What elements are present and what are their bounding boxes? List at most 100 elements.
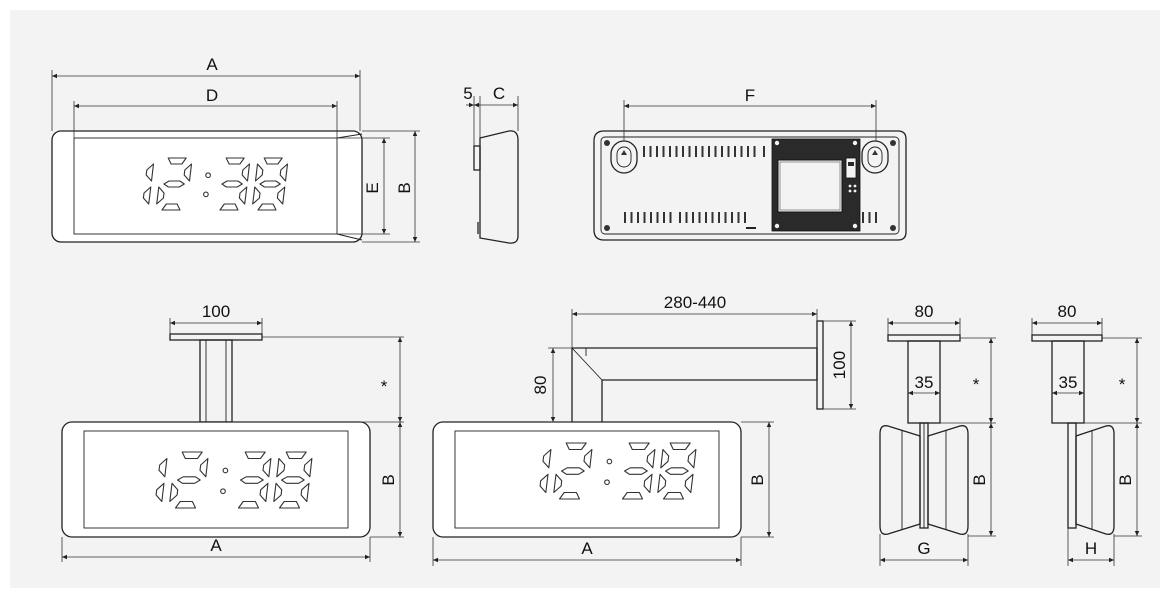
segment-c [276,186,286,205]
vent-slot [721,146,723,157]
vent-slot [679,212,681,223]
segment-b [646,448,656,469]
bracket-arm [571,347,818,422]
vent-slot [705,212,707,223]
segment-a [167,157,187,165]
segment-g [240,476,264,484]
segment-d [219,203,239,211]
clock-housing-wall [432,421,742,538]
vent-slot [868,212,871,223]
colon-dot [604,479,610,486]
segment-a [225,157,245,165]
vent-slot [643,146,645,157]
vent-slot [649,146,652,157]
label-star-ceiling: * [381,377,388,396]
segment-e [252,186,261,205]
label-b: B [395,182,414,193]
clock-display-ceiling [83,430,349,529]
label-35-single: 35 [1059,373,1078,392]
segment-c [300,482,310,503]
display-digit-2 [169,451,209,509]
label-star-double: * [973,375,980,394]
label-a: A [206,55,218,74]
display-digit-3 [621,442,656,500]
segment-e [273,482,283,503]
segment-e [169,482,179,503]
digit-display [142,157,289,211]
vent-slot [875,212,877,223]
segment-d [278,500,301,509]
vent-slot [695,146,697,157]
display-digit-2 [156,157,193,211]
segment-b [687,448,697,469]
display-digit-3 [219,157,251,211]
segment-a [628,442,650,451]
segment-e [553,473,563,494]
vent-slot [669,212,672,223]
label-f: F [745,86,755,105]
vent-slot [643,212,646,223]
label-b-double: B [970,474,989,485]
segment-f [254,163,264,182]
segment-b [279,163,289,182]
segment-a [285,451,307,460]
segment-a [263,157,283,165]
segment-b [303,457,313,478]
colon-dot [222,467,229,474]
segment-a [181,451,203,460]
segment-a [669,442,691,451]
right-face-double [927,425,969,535]
segment-g [665,467,689,475]
label-5: 5 [463,84,472,103]
segment-g [624,467,648,475]
wall-bracket-view: 280-440 80 100 B A [432,293,856,566]
side-bracket [473,145,481,171]
segment-f [276,457,286,478]
vent-slot [734,146,736,157]
segment-d [161,203,181,211]
label-80-single: 80 [1058,302,1077,321]
segment-g [561,467,585,475]
back-housing [593,130,907,241]
label-80-double: 80 [915,302,934,321]
vent-slot [662,146,665,157]
vent-slot [637,212,639,223]
vent-slot [682,146,684,157]
vent-slot [650,212,652,223]
segment-b [145,163,155,182]
left-face-double [879,425,921,535]
display-digit-1 [142,163,155,205]
label-g: G [917,539,930,558]
segment-d [237,500,260,509]
display-digit-8 [657,442,697,500]
clock-display-wall [454,430,720,529]
vent-slot [624,212,626,223]
face-single [1075,425,1115,535]
side-view: 5 C [463,84,519,244]
segment-b [542,448,552,469]
segment-e [156,186,165,205]
vent-slots-bottom [624,212,877,223]
vent-slot [744,212,746,223]
segment-g [259,180,281,188]
segment-b [262,457,272,478]
clock-display-window [73,137,338,235]
vent-slot [701,146,704,157]
display-digit-3 [237,451,272,509]
vent-slot [740,146,743,157]
label-100-ceiling: 100 [202,302,230,321]
vent-slot [763,146,765,157]
side-housing [479,130,519,244]
segment-b [158,457,168,478]
segment-d [257,203,277,211]
segment-c [643,473,653,494]
double-sided-side-view: 80 35 * B G [879,302,996,566]
technical-drawing: A D E B 5 C [10,10,1160,588]
segment-c [155,482,165,503]
back-view: F [593,86,907,241]
vent-slot [656,146,658,157]
segment-f [660,448,670,469]
segment-b [583,448,593,469]
segment-g [281,476,305,484]
segment-g [177,476,201,484]
